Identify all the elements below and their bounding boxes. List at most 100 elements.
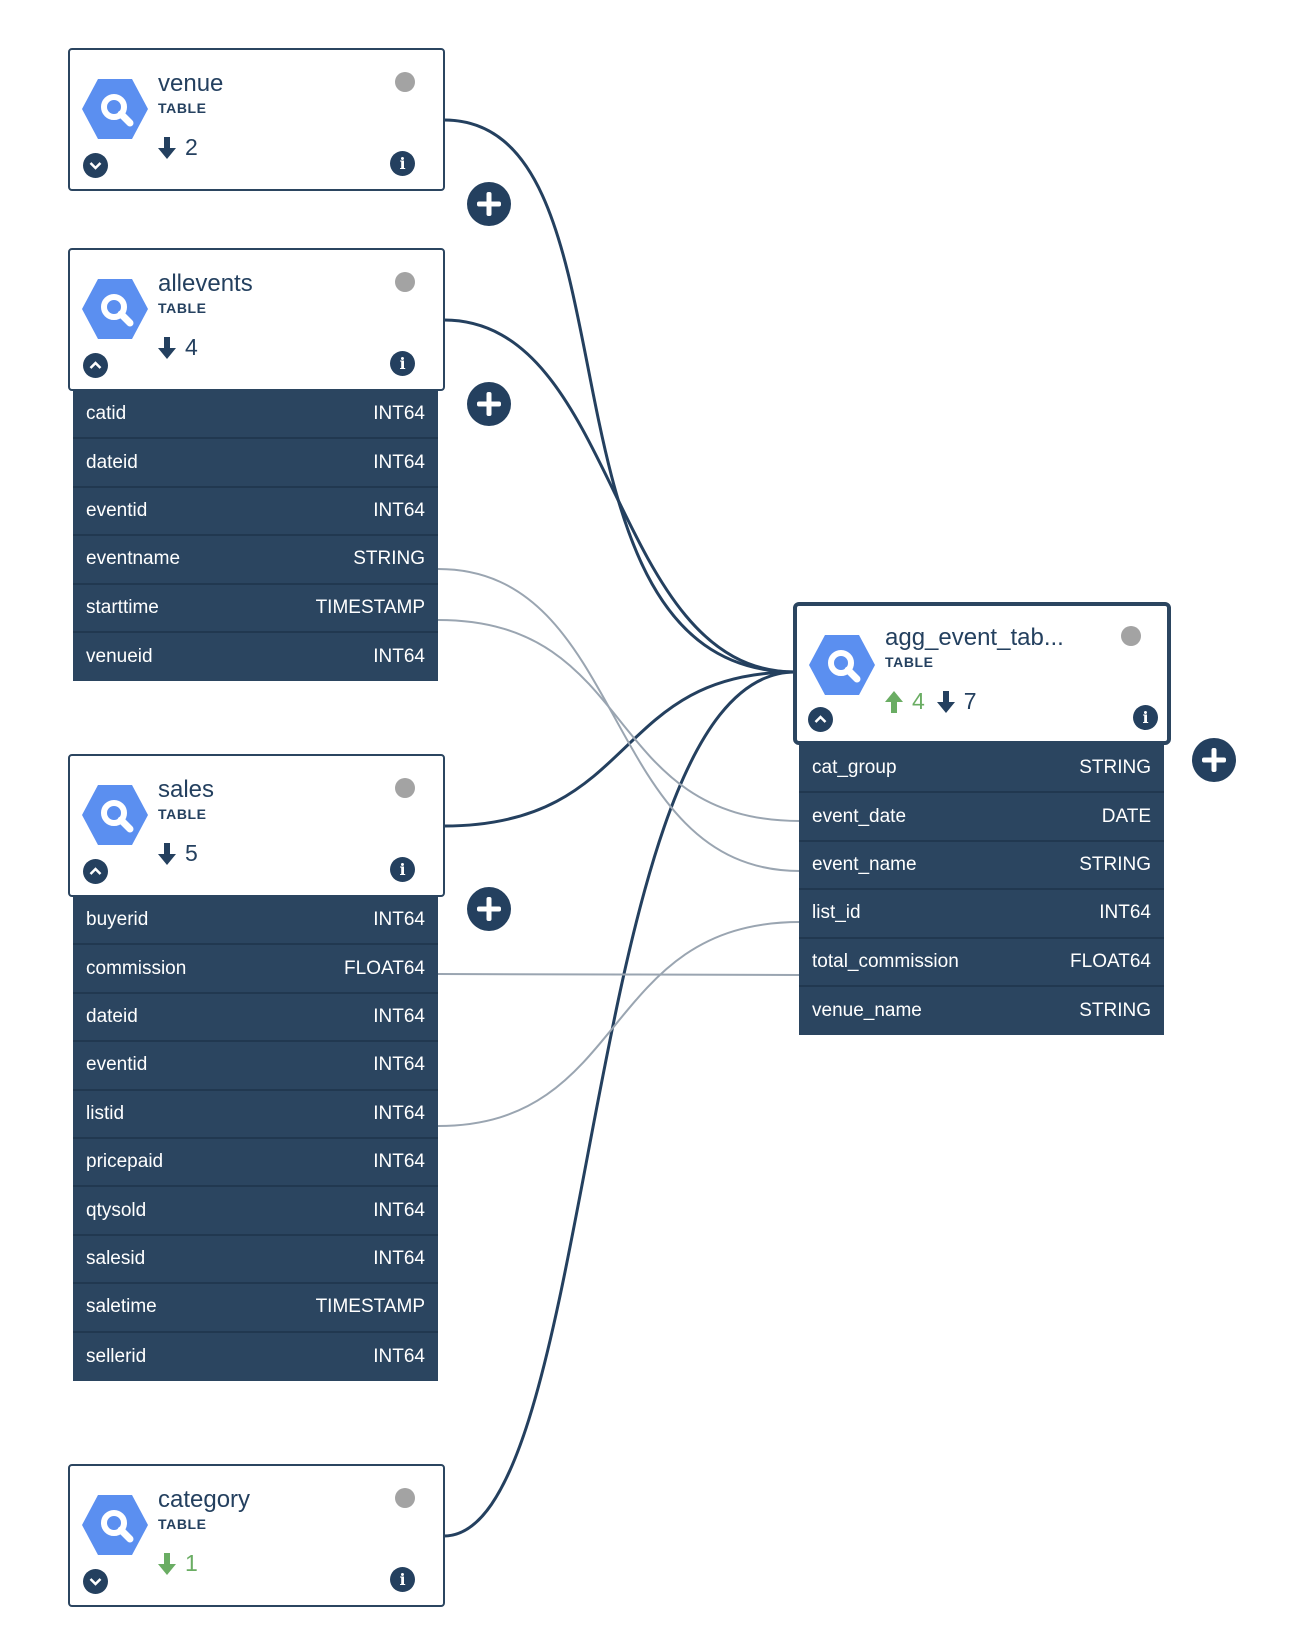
upstream-count: 4 xyxy=(912,688,925,714)
field-name: salesid xyxy=(86,1247,146,1269)
edge-category-to-agg[interactable] xyxy=(443,670,796,1538)
chevron-down-icon[interactable] xyxy=(83,1569,108,1594)
field-type: INT64 xyxy=(373,1151,425,1173)
chevron-up-icon[interactable] xyxy=(808,707,833,732)
field-type: INT64 xyxy=(373,909,425,931)
field-row[interactable]: pricepaid INT64 xyxy=(73,1139,438,1188)
arrow-down-icon xyxy=(158,842,176,865)
field-row[interactable]: eventid INT64 xyxy=(73,488,438,537)
arrow-down-icon xyxy=(158,1552,176,1575)
arrow-down-icon xyxy=(158,336,176,359)
field-row[interactable]: eventid INT64 xyxy=(73,1042,438,1091)
node-type: TABLE xyxy=(885,654,934,670)
field-row[interactable]: buyerid INT64 xyxy=(73,897,438,946)
info-icon[interactable]: i xyxy=(1133,705,1158,730)
downstream-count: 7 xyxy=(963,688,977,714)
node-card-agg-event-table[interactable]: agg_event_tab... TABLE 4 7 i xyxy=(793,602,1171,745)
add-downstream-button[interactable] xyxy=(467,887,511,931)
field-name: eventname xyxy=(86,548,181,570)
field-type: STRING xyxy=(1079,757,1151,779)
query-hexagon-icon xyxy=(82,79,148,139)
node-type: TABLE xyxy=(158,100,207,116)
field-type: INT64 xyxy=(373,1199,425,1221)
field-name: event_date xyxy=(812,805,907,827)
node-name: sales xyxy=(158,776,215,803)
field-row[interactable]: venueid INT64 xyxy=(73,633,438,681)
info-icon[interactable]: i xyxy=(390,351,415,376)
field-row[interactable]: qtysold INT64 xyxy=(73,1187,438,1236)
field-row[interactable]: eventname STRING xyxy=(73,536,438,585)
node-type: TABLE xyxy=(158,806,207,822)
field-type: INT64 xyxy=(373,646,425,668)
column-edge-listid-to-list-id[interactable] xyxy=(437,921,801,1127)
downstream-count: 2 xyxy=(185,134,198,160)
chevron-down-icon[interactable] xyxy=(83,153,108,178)
field-type: INT64 xyxy=(373,1102,425,1124)
field-type: INT64 xyxy=(373,1247,425,1269)
node-type: TABLE xyxy=(158,300,207,316)
field-name: eventid xyxy=(86,1054,148,1076)
field-type: INT64 xyxy=(373,1054,425,1076)
field-row[interactable]: saletime TIMESTAMP xyxy=(73,1284,438,1333)
field-type: INT64 xyxy=(373,451,425,473)
chevron-up-icon[interactable] xyxy=(83,353,108,378)
node-card-sales[interactable]: sales TABLE 5 i xyxy=(68,754,445,897)
info-icon[interactable]: i xyxy=(390,857,415,882)
field-name: buyerid xyxy=(86,909,149,931)
add-downstream-button[interactable] xyxy=(1192,738,1236,782)
node-card-venue[interactable]: venue TABLE 2 i xyxy=(68,48,445,191)
field-type: STRING xyxy=(353,548,425,570)
add-downstream-button[interactable] xyxy=(467,382,511,426)
field-name: saletime xyxy=(86,1296,157,1318)
field-name: eventid xyxy=(86,499,148,521)
field-name: venue_name xyxy=(812,1000,922,1022)
node-name: category xyxy=(158,1486,251,1513)
edge-venue-to-agg[interactable] xyxy=(443,118,796,674)
edge-sales-to-agg[interactable] xyxy=(443,670,796,828)
status-dot xyxy=(395,272,415,292)
field-type: INT64 xyxy=(373,1005,425,1027)
field-name: pricepaid xyxy=(86,1151,164,1173)
query-hexagon-icon xyxy=(82,1495,148,1555)
column-edge-commission-to-total-commission[interactable] xyxy=(437,973,801,976)
status-dot xyxy=(395,72,415,92)
chevron-up-icon[interactable] xyxy=(83,859,108,884)
field-row[interactable]: dateid INT64 xyxy=(73,994,438,1043)
field-type: INT64 xyxy=(373,499,425,521)
field-name: total_commission xyxy=(812,950,959,972)
field-name: qtysold xyxy=(86,1199,147,1221)
field-row[interactable]: total_commission FLOAT64 xyxy=(799,939,1164,987)
node-type: TABLE xyxy=(158,1516,207,1532)
downstream-count: 1 xyxy=(185,1550,198,1576)
edge-allevents-to-agg[interactable] xyxy=(443,318,796,674)
node-card-category[interactable]: category TABLE 1 i xyxy=(68,1464,445,1607)
query-hexagon-icon xyxy=(809,635,875,695)
field-type: TIMESTAMP xyxy=(315,1296,425,1318)
add-downstream-button[interactable] xyxy=(467,182,511,226)
info-icon[interactable]: i xyxy=(390,1567,415,1592)
arrow-down-icon xyxy=(936,690,955,713)
field-type: FLOAT64 xyxy=(1070,950,1151,972)
column-edge-eventname-to-event-name[interactable] xyxy=(437,568,801,872)
field-type: INT64 xyxy=(1099,902,1151,924)
node-card-allevents[interactable]: allevents TABLE 4 i xyxy=(68,248,445,391)
column-edge-starttime-to-event-date[interactable] xyxy=(437,619,801,822)
field-name: dateid xyxy=(86,1005,138,1027)
field-row[interactable]: salesid INT64 xyxy=(73,1236,438,1285)
info-icon[interactable]: i xyxy=(390,151,415,176)
field-name: venueid xyxy=(86,646,153,668)
